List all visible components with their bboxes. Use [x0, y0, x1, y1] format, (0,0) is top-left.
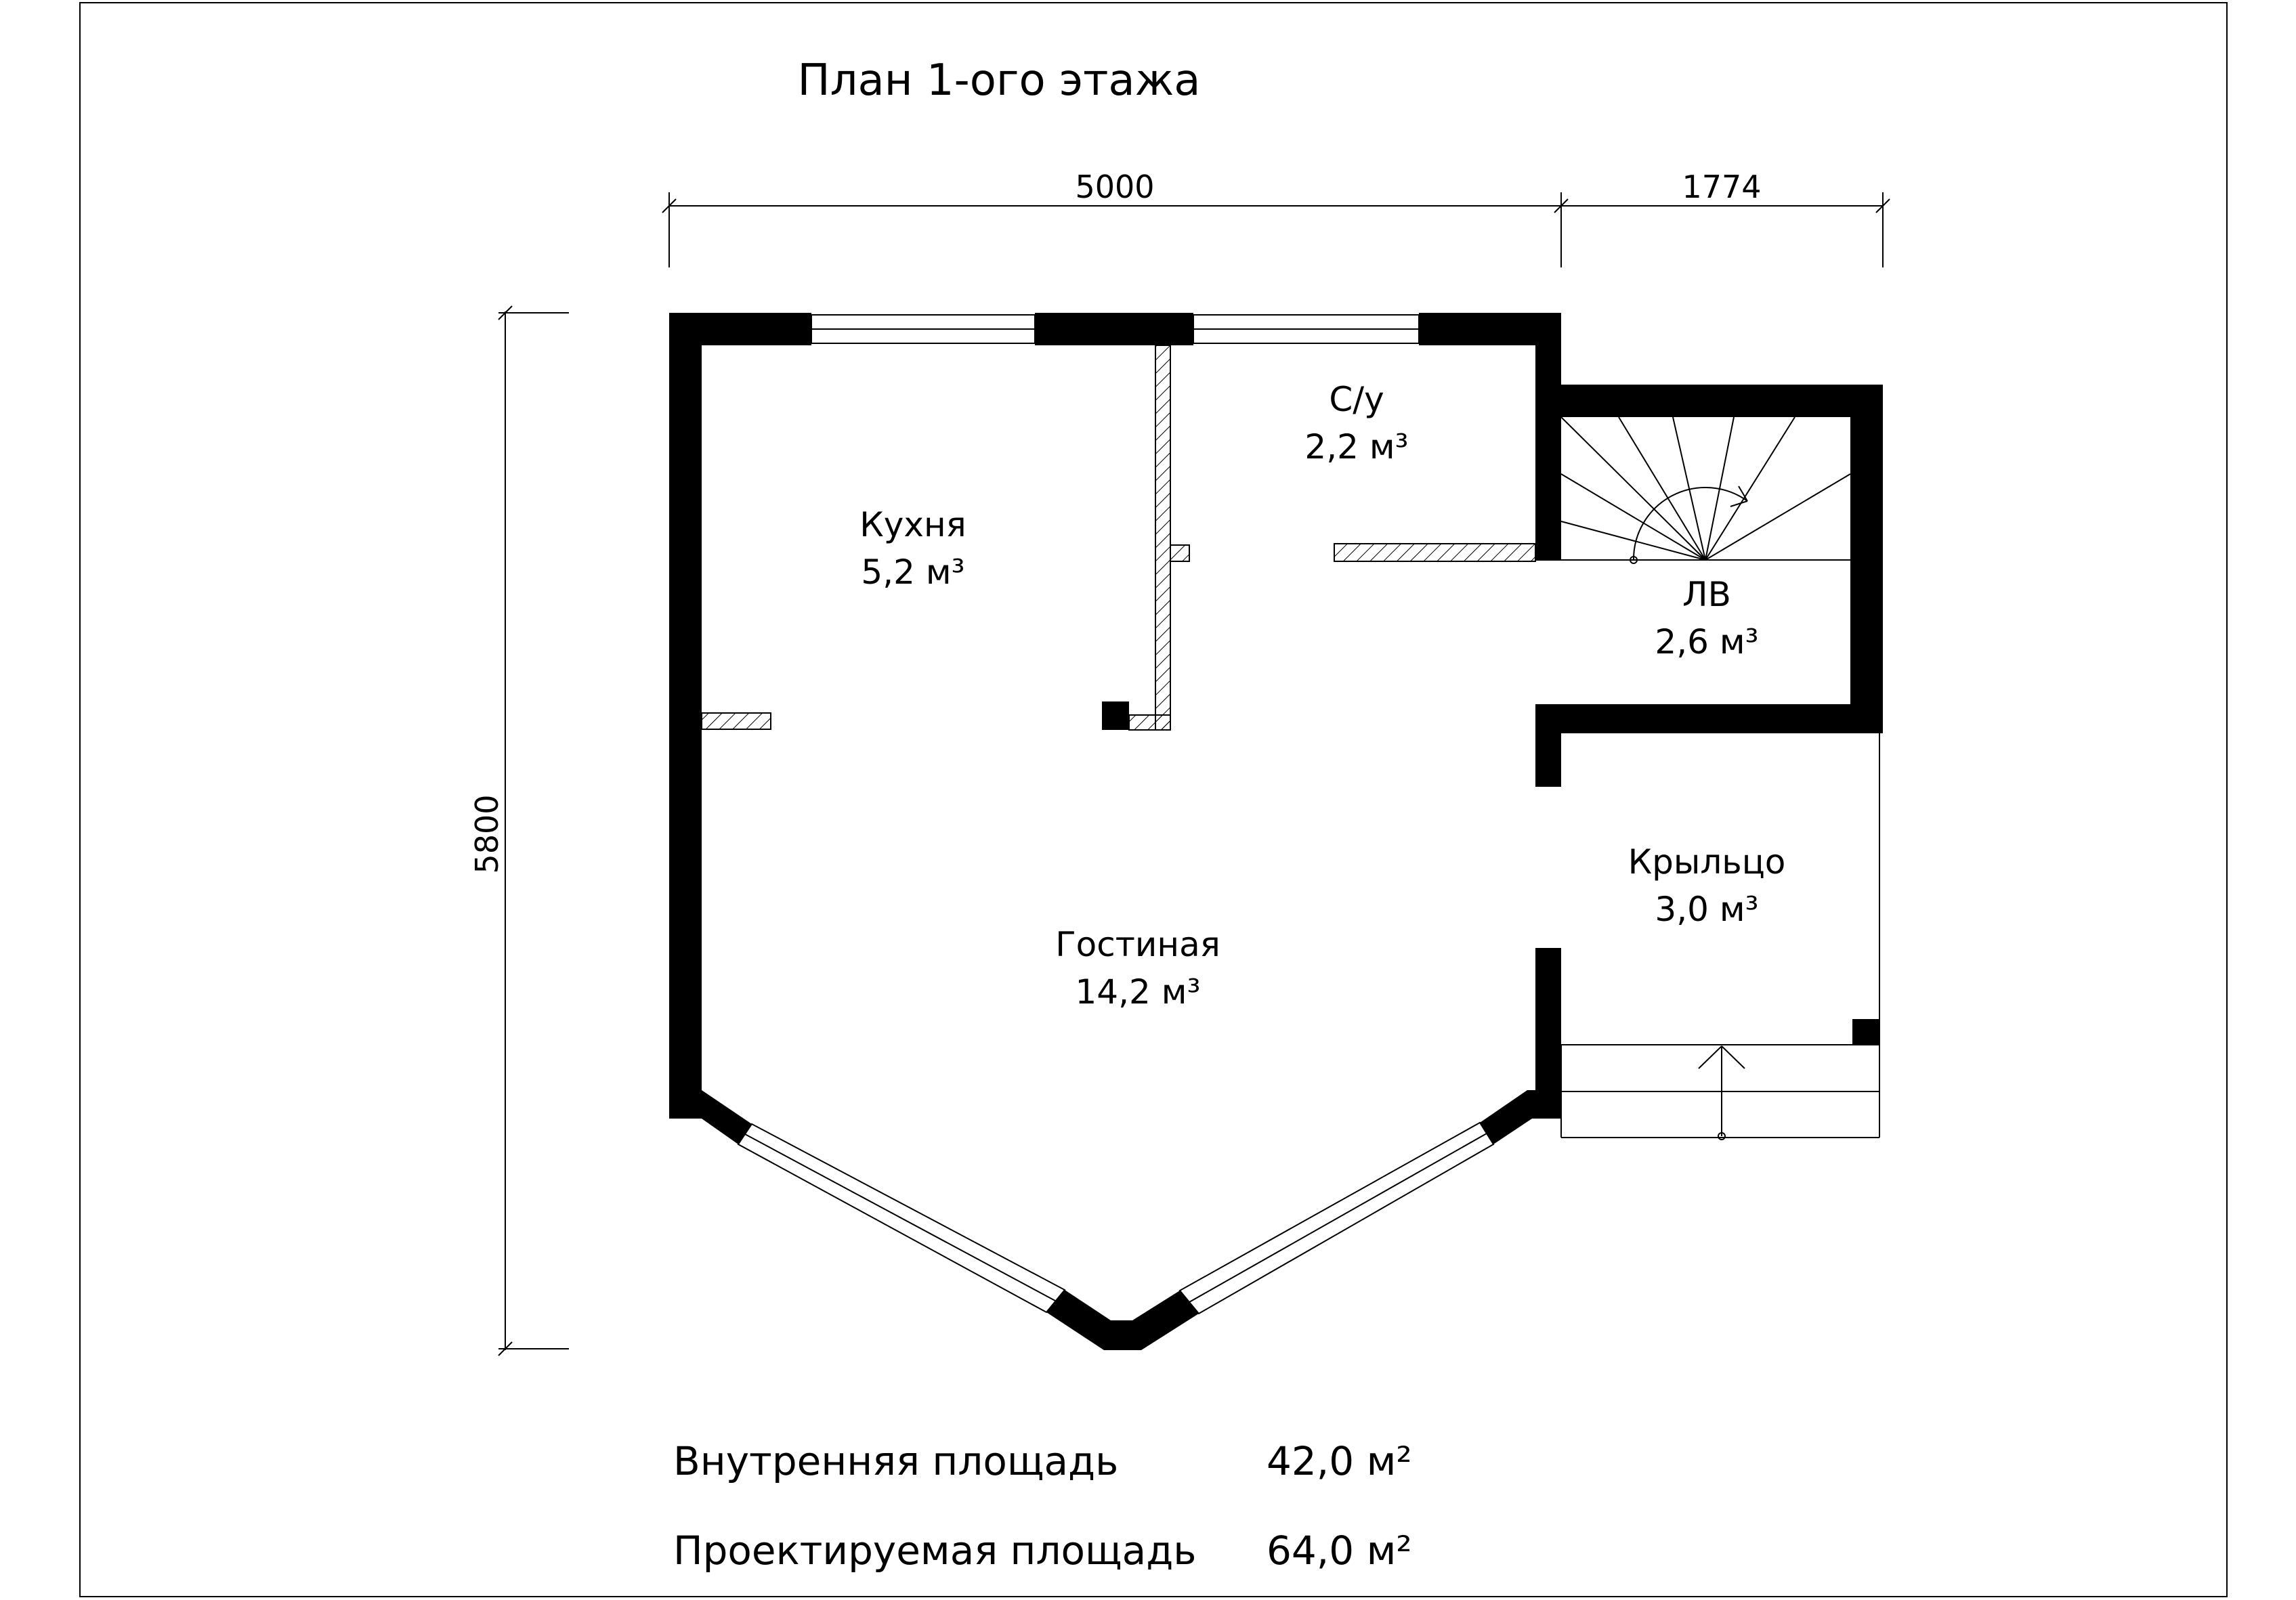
room-porch-area: 3,0 м³	[1655, 890, 1758, 929]
design-area-label: Проектируемая площадь	[673, 1528, 1197, 1574]
room-porch-name: Крыльцо	[1628, 842, 1786, 882]
design-area-value: 64,0 м²	[1267, 1528, 1412, 1574]
partitions	[701, 345, 1536, 731]
dimension-top-right: 1774	[1682, 169, 1761, 205]
dimension-left	[498, 305, 569, 1356]
sheet-frame	[79, 2, 2228, 1597]
dimension-top	[662, 192, 1890, 267]
room-bathroom-area: 2,2 м³	[1304, 427, 1408, 467]
inner-area-value: 42,0 м²	[1267, 1438, 1412, 1484]
page-title: План 1-ого этажа	[797, 56, 1200, 106]
porch-outline	[1560, 733, 1880, 1140]
room-kitchen-name: Кухня	[859, 505, 966, 544]
dimension-left-value: 5800	[469, 794, 505, 873]
stair-icon	[1560, 416, 1851, 564]
windows	[737, 314, 1495, 1315]
room-stair-hall-name: ЛВ	[1682, 575, 1731, 614]
room-living-name: Гостиная	[1055, 925, 1220, 964]
inner-area-label: Внутренняя площадь	[673, 1438, 1118, 1484]
room-living-area: 14,2 м³	[1076, 972, 1201, 1012]
room-stair-hall-area: 2,6 м³	[1655, 622, 1758, 662]
walls	[669, 313, 1883, 1350]
room-kitchen-area: 5,2 м³	[861, 553, 964, 592]
room-bathroom-name: С/у	[1329, 380, 1384, 419]
dimension-top-left: 5000	[1075, 169, 1154, 205]
